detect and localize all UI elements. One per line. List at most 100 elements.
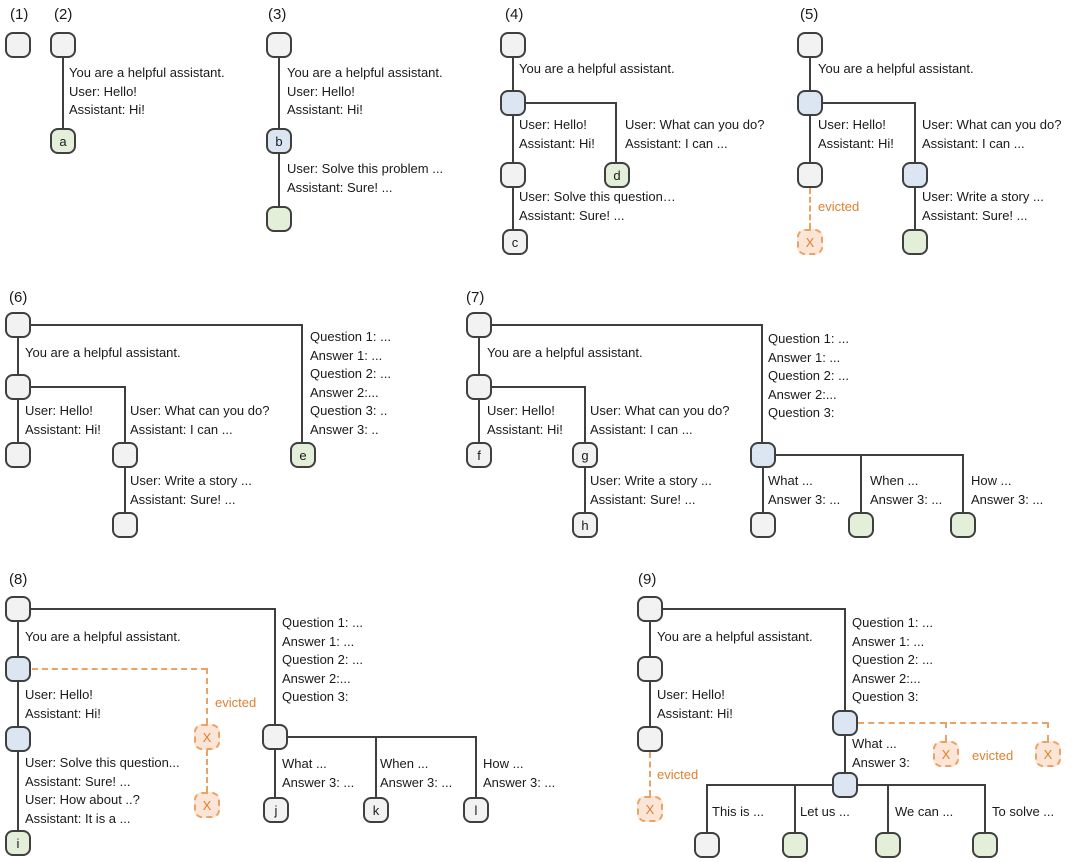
edge-label: User: Write a story ... Assistant: Sure!… bbox=[590, 473, 712, 507]
tree-edge bbox=[914, 102, 916, 162]
edge-label: What ... Answer 3: bbox=[852, 736, 910, 770]
edge-label: What ... Answer 3: ... bbox=[282, 756, 355, 790]
tree-edge bbox=[615, 102, 617, 162]
edge-label: You are a helpful assistant. bbox=[818, 61, 974, 76]
tree-node bbox=[750, 442, 776, 468]
edge-label: You are a helpful assistant. bbox=[25, 629, 181, 644]
edge-label: You are a helpful assistant. bbox=[519, 61, 675, 76]
tree-edge bbox=[962, 454, 964, 512]
evicted-label: evicted bbox=[215, 695, 257, 710]
panel-label-8: (8) bbox=[9, 571, 28, 588]
tree-edge bbox=[887, 784, 889, 832]
tree-node bbox=[637, 656, 663, 682]
evicted-edge bbox=[32, 668, 207, 670]
tree-edge bbox=[375, 736, 377, 797]
tree-node bbox=[112, 512, 138, 538]
tree-edge bbox=[124, 386, 126, 442]
edge-label: User: Solve this problem ... Assistant: … bbox=[287, 161, 444, 195]
tree-node bbox=[266, 32, 292, 58]
tree-edge bbox=[17, 622, 19, 656]
edge-label: User: What can you do? Assistant: I can … bbox=[130, 403, 270, 437]
tree-node bbox=[466, 312, 492, 338]
tree-edge bbox=[17, 752, 19, 830]
tree-node bbox=[5, 442, 31, 468]
edge-label: You are a helpful assistant. bbox=[657, 629, 813, 644]
tree-node bbox=[266, 206, 292, 232]
edge-label: How ... Answer 3: ... bbox=[483, 756, 556, 790]
tree-node bbox=[637, 596, 663, 622]
tree-edge bbox=[512, 116, 514, 162]
edge-label: User: Solve this question… Assistant: Su… bbox=[519, 189, 676, 223]
tree-node bbox=[500, 162, 526, 188]
tree-edge bbox=[650, 608, 846, 610]
edge-label: You are a helpful assistant. bbox=[487, 345, 643, 360]
tree-edge bbox=[984, 784, 986, 832]
edge-label: User: Hello! Assistant: Hi! bbox=[657, 687, 733, 721]
tree-edge bbox=[706, 784, 708, 832]
tree-node-l: l bbox=[463, 797, 489, 823]
edge-label: When ... Answer 3: ... bbox=[870, 473, 943, 507]
tree-edge bbox=[62, 58, 64, 128]
tree-edge bbox=[513, 102, 617, 104]
tree-node bbox=[972, 832, 998, 858]
tree-node bbox=[262, 724, 288, 750]
edge-label: User: Write a story ... Assistant: Sure!… bbox=[922, 189, 1044, 223]
tree-edge bbox=[649, 682, 651, 726]
evicted-node: X bbox=[933, 741, 959, 767]
edge-label: You are a helpful assistant. User: Hello… bbox=[287, 65, 443, 117]
tree-node bbox=[797, 32, 823, 58]
panel-label-6: (6) bbox=[9, 289, 28, 306]
edge-label: You are a helpful assistant. bbox=[25, 345, 181, 360]
evicted-edge bbox=[649, 752, 651, 796]
tree-node bbox=[50, 32, 76, 58]
tree-node bbox=[112, 442, 138, 468]
edge-label: User: Hello! Assistant: Hi! bbox=[25, 403, 101, 437]
tree-node bbox=[5, 726, 31, 752]
evicted-edge bbox=[206, 750, 208, 792]
tree-edge bbox=[810, 102, 916, 104]
tree-edge bbox=[584, 468, 586, 512]
tree-edge bbox=[809, 58, 811, 90]
tree-edge bbox=[649, 622, 651, 656]
edge-label: User: Hello! Assistant: Hi! bbox=[25, 687, 101, 721]
tree-node-b: b bbox=[266, 128, 292, 154]
tree-edge bbox=[809, 116, 811, 162]
tree-edge bbox=[761, 324, 763, 442]
tree-edge bbox=[18, 386, 125, 388]
tree-edge bbox=[278, 154, 280, 206]
edge-label: Question 1: ... Answer 1: ... Question 2… bbox=[852, 615, 933, 704]
panel-label-4: (4) bbox=[505, 6, 524, 23]
edge-label: Question 1: ... Answer 1: ... Question 2… bbox=[282, 615, 363, 704]
edge-label: User: Hello! Assistant: Hi! bbox=[818, 117, 894, 151]
edge-label: User: Solve this question... Assistant: … bbox=[25, 755, 180, 826]
tree-node-a: a bbox=[50, 128, 76, 154]
evicted-node: X bbox=[194, 724, 220, 750]
tree-node bbox=[875, 832, 901, 858]
tree-node bbox=[5, 374, 31, 400]
evicted-node: X bbox=[1035, 741, 1061, 767]
evicted-edge bbox=[206, 668, 208, 724]
evicted-node: X bbox=[637, 796, 663, 822]
edge-label: User: Hello! Assistant: Hi! bbox=[487, 403, 563, 437]
tree-node bbox=[902, 162, 928, 188]
edge-label: To solve ... bbox=[992, 804, 1055, 819]
tree-edge bbox=[17, 400, 19, 442]
tree-edge bbox=[278, 58, 280, 128]
tree-node-e: e bbox=[290, 442, 316, 468]
panel-label-3: (3) bbox=[268, 6, 287, 23]
edge-label: You are a helpful assistant. User: Hello… bbox=[69, 65, 225, 117]
edge-label: User: What can you do? Assistant: I can … bbox=[625, 117, 765, 151]
tree-edge bbox=[763, 454, 964, 456]
tree-edge bbox=[762, 468, 764, 512]
tree-edge bbox=[844, 736, 846, 772]
edge-label: Question 1: ... Answer 1: ... Question 2… bbox=[310, 329, 391, 437]
tree-node-f: f bbox=[466, 442, 492, 468]
tree-edge bbox=[794, 784, 796, 832]
evicted-node: X bbox=[194, 792, 220, 818]
tree-edge bbox=[18, 324, 303, 326]
